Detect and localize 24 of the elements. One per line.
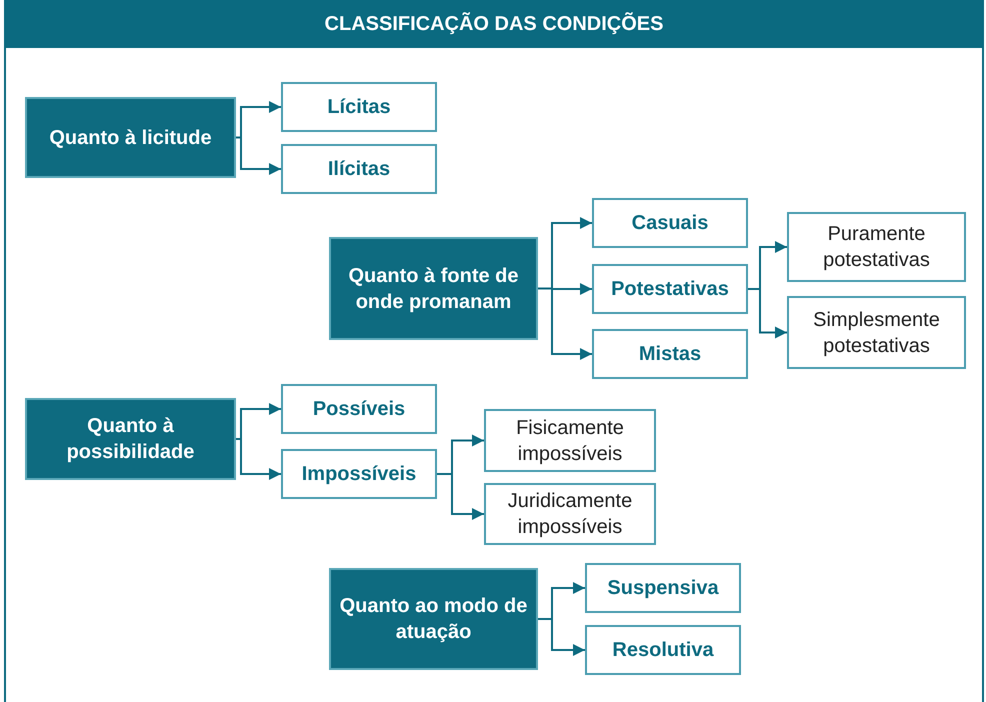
class-box: Suspensiva [585, 563, 741, 613]
class-box: Impossíveis [281, 449, 437, 499]
class-box: Simplesmente potestativas [787, 296, 966, 369]
class-box: Fisicamente impossíveis [484, 409, 656, 472]
class-box: Resolutiva [585, 625, 741, 675]
class-box: Lícitas [281, 82, 437, 132]
class-box: Ilícitas [281, 144, 437, 194]
arrow [236, 136, 281, 175]
arrow [437, 473, 484, 520]
class-box: Potestativas [592, 264, 748, 314]
category-box: Quanto à licitude [25, 97, 236, 178]
class-box: Casuais [592, 198, 748, 248]
class-box: Puramente potestativas [787, 212, 966, 282]
arrow [748, 288, 787, 338]
class-box: Mistas [592, 329, 748, 379]
header-title: CLASSIFICAÇÃO DAS CONDIÇÕES [4, 0, 984, 48]
category-box: Quanto à fonte de onde promanam [329, 237, 538, 340]
class-box: Possíveis [281, 384, 437, 434]
category-box: Quanto ao modo de atuação [329, 568, 538, 670]
category-box: Quanto à possibilidade [25, 398, 236, 480]
arrow [236, 438, 281, 480]
arrow [538, 288, 592, 360]
class-box: Juridicamente impossíveis [484, 483, 656, 545]
arrow [538, 618, 585, 656]
